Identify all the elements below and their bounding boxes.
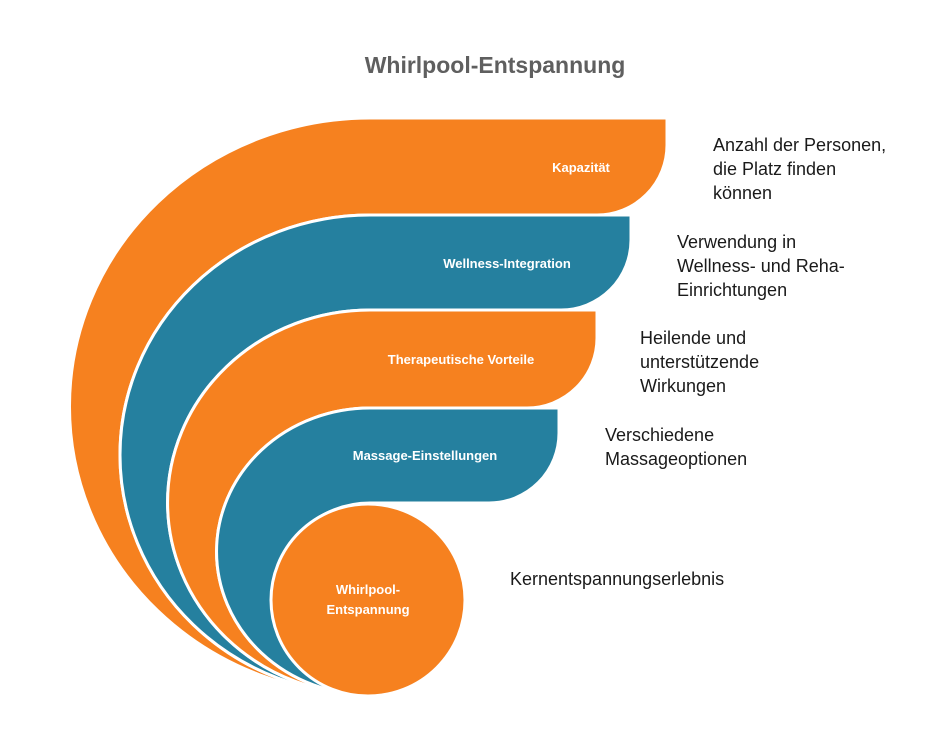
core-label-line2: Entspannung	[326, 602, 409, 617]
layer-label-massage-einstellungen: Massage-Einstellungen	[353, 448, 498, 463]
description-kapazitaet: Anzahl der Personen, die Platz finden kö…	[713, 135, 887, 203]
description-therapeutische-vorteile: Heilende und unterstützende Wirkungen	[640, 328, 760, 396]
description-core: Kernentspannungserlebnis	[510, 569, 725, 589]
diagram-title: Whirlpool-Entspannung	[364, 52, 626, 78]
description-massage-einstellungen: Verschiedene Massageoptionen	[605, 425, 748, 469]
description-wellness-integration: Verwendung in Wellness- und Reha- Einric…	[677, 232, 845, 300]
layer-label-therapeutische-vorteile: Therapeutische Vorteile	[388, 352, 534, 367]
core-label-line1: Whirlpool-	[336, 582, 400, 597]
layer-label-wellness-integration: Wellness-Integration	[443, 256, 571, 271]
layer-label-kapazitaet: Kapazität	[552, 160, 610, 175]
core-circle	[269, 502, 467, 698]
